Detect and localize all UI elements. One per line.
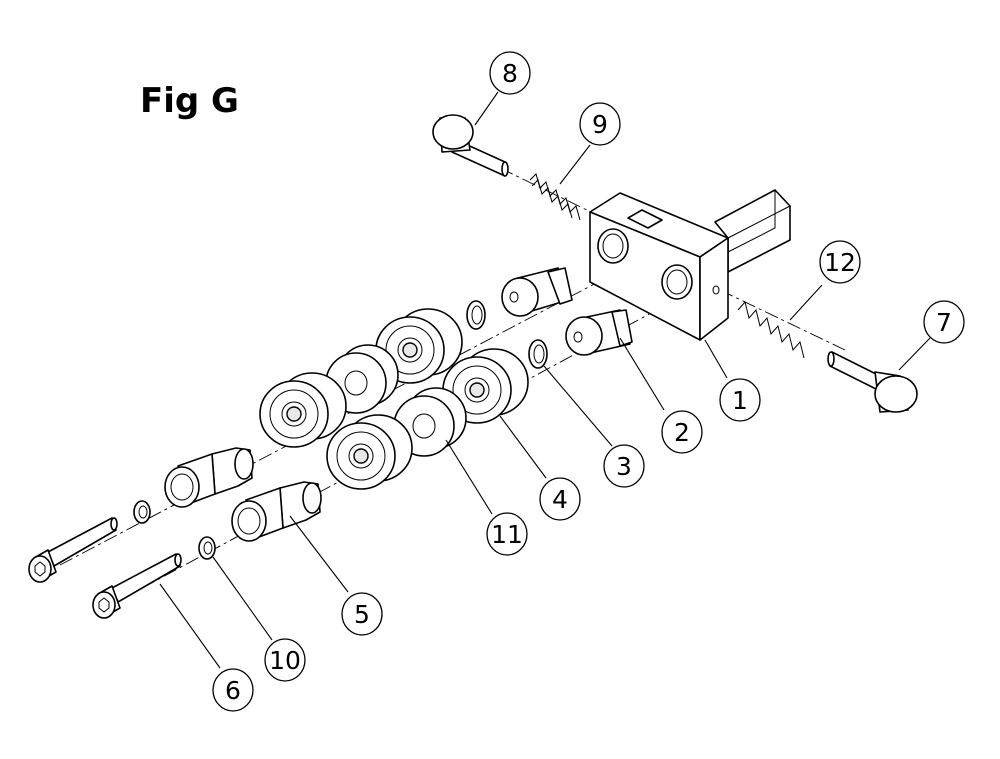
callout-12: 12 [819,240,861,284]
part-2-eccentric-bushing-upper [501,267,573,317]
callout-10-label: 10 [269,646,301,675]
callout-4-label: 4 [552,485,568,514]
callout-9-label: 9 [592,110,608,139]
callout-2-label: 2 [674,418,690,447]
callout-7-label: 7 [936,308,952,337]
callout-11: 11 [486,512,528,556]
part-11-spacer-lower [393,387,467,457]
callout-8-label: 8 [502,59,518,88]
callout-1: 1 [719,378,761,422]
part-4-bearing-upper-a [375,308,463,384]
part-4-bearing-lower-a [442,348,529,424]
callout-3-label: 3 [616,452,632,481]
callout-11-label: 11 [491,520,523,549]
part-6-cap-screw-lower [92,553,182,619]
part-1-bracket-block [589,189,791,341]
part-2-eccentric-bushing-lower [565,309,633,356]
callout-5: 5 [341,592,383,636]
part-6-cap-screw-upper [28,517,118,583]
callout-12-label: 12 [824,248,856,277]
callout-6-label: 6 [225,676,241,705]
part-3-retaining-ring-lower [528,339,548,369]
callout-9: 9 [579,102,621,146]
part-8-shoulder-pin [432,114,509,177]
part-5-sleeve-lower [231,481,322,542]
part-9-spring-upper [529,173,581,221]
part-5-sleeve-upper [164,447,254,508]
figure-title: Fig G [140,81,239,121]
part-12-spring-side [737,300,805,359]
callout-5-label: 5 [354,600,370,629]
part-7-shoulder-pin [827,351,918,413]
callout-3: 3 [603,444,645,488]
part-10-washer-upper [133,500,151,524]
part-4-bearing-lower-b [326,414,413,490]
callout-1-label: 1 [732,386,748,415]
leader-lines [159,91,931,669]
part-4-bearing-upper-b [259,372,347,448]
callout-6: 6 [212,668,254,712]
callout-7: 7 [923,300,965,344]
callout-8: 8 [489,51,531,95]
callout-10: 10 [264,638,306,682]
part-10-washer-lower [198,536,216,560]
part-3-retaining-ring-upper [466,300,486,330]
callout-4: 4 [539,477,581,521]
callout-2: 2 [661,410,703,454]
